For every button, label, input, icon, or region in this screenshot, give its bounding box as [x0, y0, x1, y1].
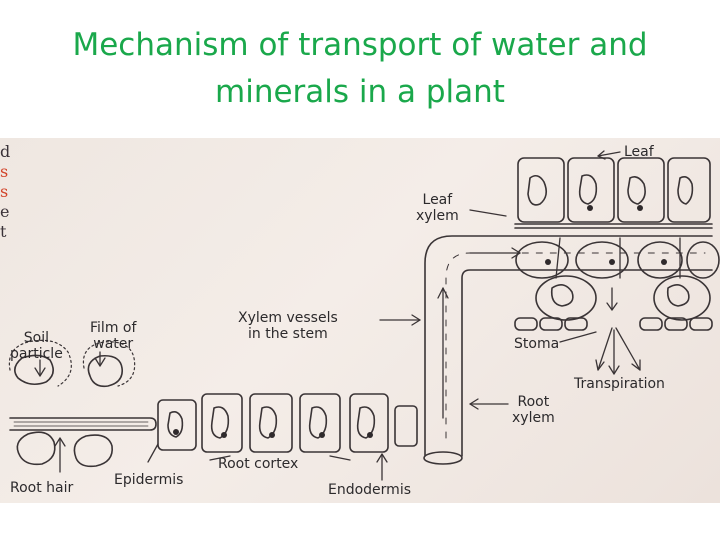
label-leaf-xylem: Leaf xylem [416, 192, 459, 224]
label-root-xylem-line1: Root [517, 394, 550, 410]
edge-fragment: t [0, 222, 7, 241]
xylem-vessel-outer [424, 235, 713, 457]
label-xylem-vessels-line2: in the stem [248, 326, 328, 342]
label-xylem-vessels: Xylem vessels in the stem [238, 310, 338, 342]
label-root-xylem-line2: xylem [512, 410, 555, 426]
xylem-vessel-inner [461, 269, 713, 457]
label-root-cortex: Root cortex [218, 456, 299, 472]
edge-fragment: e [0, 202, 10, 221]
transport-diagram-drawing [8, 150, 720, 481]
label-xylem-vessels-line1: Xylem vessels [238, 310, 338, 326]
slide-title: Mechanism of transport of water and mine… [0, 22, 720, 116]
leaf-mesophyll-cells [515, 241, 720, 321]
label-soil-particle: Soil particle [10, 330, 63, 362]
label-transpiration: Transpiration [574, 376, 665, 392]
leaf-lower-epidermis [514, 317, 713, 331]
cell-nuclei [173, 205, 667, 438]
title-line-1: Mechanism of transport of water and [72, 27, 648, 63]
root-cells [157, 393, 418, 453]
label-pointers [34, 150, 621, 481]
soil-particles [8, 339, 136, 468]
label-leaf: Leaf [624, 144, 654, 160]
label-leaf-xylem-line1: Leaf [422, 192, 453, 208]
label-endodermis: Endodermis [328, 482, 412, 498]
leaf-upper-cells [514, 157, 713, 229]
transpiration-arrows [555, 237, 681, 375]
label-stoma: Stoma [514, 336, 560, 352]
label-soil-particle-line2: particle [10, 346, 63, 362]
label-leaf-xylem-line2: xylem [416, 208, 459, 224]
edge-fragment: d [0, 142, 11, 161]
label-film-of-water: Film of water [90, 320, 136, 352]
label-soil-particle-line1: Soil [23, 330, 50, 346]
flow-arrows [437, 247, 521, 419]
title-line-2: minerals in a plant [215, 74, 505, 110]
root-hair [9, 417, 157, 431]
label-root-hair: Root hair [10, 480, 74, 496]
edge-fragment: s [0, 162, 9, 181]
diagram-photo: d s s e t Leaf Leaf xylem Xylem vessels … [0, 138, 720, 503]
cropped-page-text: d s s e t [0, 142, 14, 242]
label-epidermis: Epidermis [114, 472, 184, 488]
edge-fragment: s [0, 182, 9, 201]
label-film-of-water-line2: water [93, 336, 134, 352]
label-root-xylem: Root xylem [512, 394, 555, 426]
label-film-of-water-line1: Film of [90, 320, 137, 336]
